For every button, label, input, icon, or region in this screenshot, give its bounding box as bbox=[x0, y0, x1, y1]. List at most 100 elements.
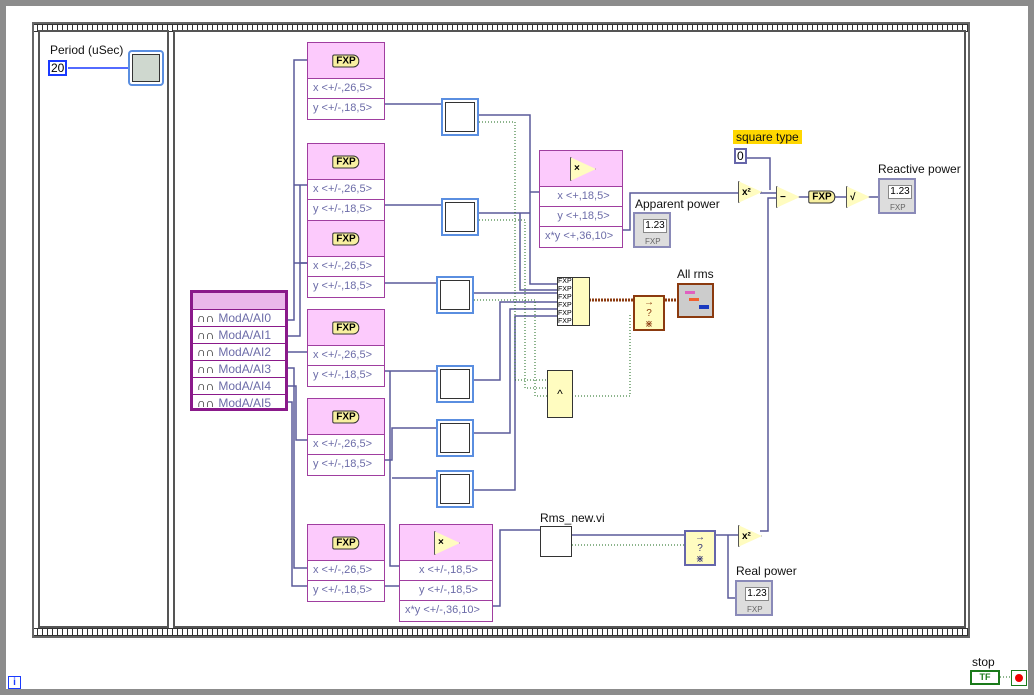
daq-channel: ∩∩ModA/AI1 bbox=[193, 327, 285, 344]
indicator-value: 1.23 bbox=[643, 219, 667, 233]
indicator-type: FXP bbox=[890, 203, 906, 212]
rms-subvi-icon[interactable] bbox=[441, 98, 479, 136]
xy-terminal: x*y <+/-,36,10> bbox=[405, 604, 480, 616]
y-terminal: y <+/-,18,5> bbox=[313, 584, 373, 596]
fxp-node[interactable]: FXP x <+/-,26,5> y <+/-,18,5> bbox=[307, 398, 385, 476]
select-star: ⋇ bbox=[695, 554, 705, 565]
channel-label: ModA/AI3 bbox=[218, 362, 272, 376]
wire bbox=[288, 385, 307, 441]
square-type-label: square type bbox=[733, 130, 802, 144]
compound-and-node[interactable]: ^ bbox=[547, 370, 573, 418]
wire bbox=[288, 401, 307, 587]
fxp-badge: FXP bbox=[332, 321, 360, 334]
x-terminal: x <+/-,26,5> bbox=[308, 346, 384, 366]
rms-subvi-icon[interactable] bbox=[436, 419, 474, 457]
channel-label: ModA/AI4 bbox=[218, 379, 272, 393]
fxp-input: FXP bbox=[558, 294, 572, 301]
fxp-badge: FXP bbox=[332, 232, 360, 245]
fxp-badge: FXP bbox=[332, 536, 360, 549]
xy-terminal: x*y <+,36,10> bbox=[545, 230, 614, 242]
all-rms-label: All rms bbox=[677, 267, 714, 281]
fxp-input: FXP bbox=[558, 310, 572, 317]
rms-subvi-icon[interactable] bbox=[436, 365, 474, 403]
wire bbox=[384, 103, 441, 372]
fxp-node[interactable]: FXP x <+/-,26,5> y <+/-,18,5> bbox=[307, 220, 385, 298]
select-q: ? bbox=[646, 308, 652, 319]
x-terminal: x <+/-,18,5> bbox=[400, 561, 492, 581]
real-power-label: Real power bbox=[736, 564, 797, 578]
stop-terminal[interactable]: TF bbox=[970, 670, 1000, 685]
wire bbox=[742, 157, 810, 532]
x-terminal: x <+/-,26,5> bbox=[308, 561, 384, 581]
wire bbox=[493, 529, 738, 607]
period-control[interactable]: 20 bbox=[48, 60, 68, 76]
daq-header bbox=[193, 293, 285, 310]
fxp-badge: FXP bbox=[332, 54, 360, 67]
y-terminal: y <+/-,18,5> bbox=[313, 203, 373, 215]
rms-new-subvi-icon[interactable] bbox=[540, 526, 572, 557]
sequence-frame-1[interactable] bbox=[38, 30, 169, 628]
period-label: Period (uSec) bbox=[50, 43, 124, 57]
x-terminal: x <+,18,5> bbox=[540, 187, 622, 207]
daq-channel-list[interactable]: ∩∩ModA/AI0 ∩∩ModA/AI1 ∩∩ModA/AI2 ∩∩ModA/… bbox=[190, 290, 288, 411]
channel-label: ModA/AI0 bbox=[218, 311, 272, 325]
to-fixed-point-function[interactable]: FXP bbox=[808, 190, 836, 204]
y-terminal: y <+/-,18,5> bbox=[313, 102, 373, 114]
fxp-input: FXP bbox=[558, 302, 572, 309]
sequence-film-bottom bbox=[34, 628, 968, 636]
y-terminal: y <+/-,18,5> bbox=[313, 458, 373, 470]
wire bbox=[288, 59, 307, 321]
fxp-node[interactable]: FXP x <+/-,26,5> y <+/-,18,5> bbox=[307, 524, 385, 602]
daq-channel: ∩∩ModA/AI2 bbox=[193, 344, 285, 361]
wait-timer-icon[interactable] bbox=[128, 50, 164, 86]
fxp-input: FXP bbox=[558, 318, 572, 325]
y-terminal: y <+,18,5> bbox=[540, 207, 622, 227]
wire bbox=[389, 371, 436, 567]
wire bbox=[623, 192, 738, 231]
fxp-input: FXP bbox=[558, 286, 572, 293]
fxp-badge: FXP bbox=[332, 155, 360, 168]
x-terminal: x <+/-,26,5> bbox=[308, 257, 384, 277]
rms-subvi-icon[interactable] bbox=[441, 198, 479, 236]
rms-new-label: Rms_new.vi bbox=[540, 511, 605, 525]
select-q: ? bbox=[697, 543, 703, 554]
square-type-constant[interactable]: 0 bbox=[734, 148, 747, 164]
y-terminal: y <+/-,18,5> bbox=[400, 581, 492, 601]
multiply-icon: × bbox=[570, 157, 596, 181]
channel-label: ModA/AI2 bbox=[218, 345, 272, 359]
daq-channel: ∩∩ModA/AI4 bbox=[193, 378, 285, 395]
all-rms-cluster-indicator[interactable] bbox=[677, 283, 714, 318]
rms-subvi-icon[interactable] bbox=[436, 470, 474, 508]
stop-label: stop bbox=[972, 655, 995, 669]
fxp-input: FXP bbox=[558, 278, 572, 285]
wire bbox=[474, 292, 557, 491]
info-icon[interactable]: i bbox=[8, 676, 21, 689]
loop-condition-icon[interactable] bbox=[1011, 670, 1027, 686]
multiply-node-bottom[interactable]: ×x <+/-,18,5>y <+/-,18,5>x*y <+/-,36,10> bbox=[399, 524, 493, 622]
daq-channel: ∩∩ModA/AI5 bbox=[197, 396, 272, 410]
wire bbox=[384, 427, 436, 587]
indicator-type: FXP bbox=[747, 605, 763, 614]
indicator-value: 1.23 bbox=[888, 185, 912, 199]
rms-subvi-icon[interactable] bbox=[436, 276, 474, 314]
indicator-value: 1.23 bbox=[745, 587, 769, 601]
select-node[interactable]: →?⋇ bbox=[684, 530, 716, 566]
x-terminal: x <+/-,26,5> bbox=[308, 435, 384, 455]
daq-channel: ∩∩ModA/AI3 bbox=[193, 361, 285, 378]
select-node-array[interactable]: →?⋇ bbox=[633, 295, 665, 331]
indicator-type: FXP bbox=[645, 237, 661, 246]
fxp-badge: FXP bbox=[332, 410, 360, 423]
y-terminal: y <+/-,18,5> bbox=[313, 280, 373, 292]
multiply-node-top[interactable]: × x <+,18,5>y <+,18,5> x*y <+,36,10> bbox=[539, 150, 623, 248]
wire bbox=[288, 185, 307, 337]
wire bbox=[288, 367, 307, 569]
daq-channel: ∩∩ModA/AI0 bbox=[193, 310, 285, 327]
